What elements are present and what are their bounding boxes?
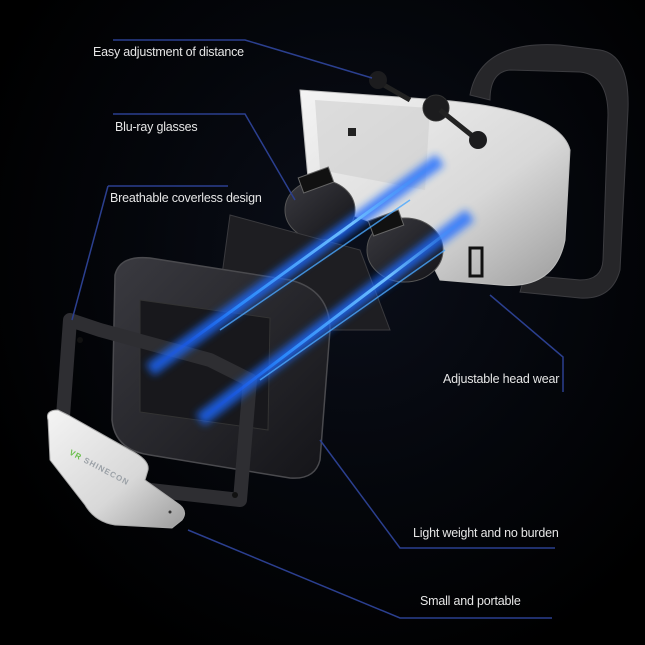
blue-light-beams (145, 154, 475, 426)
lens-barrels (284, 166, 444, 283)
callout-label-lightweight: Light weight and no burden (413, 526, 559, 540)
head-strap (469, 44, 629, 299)
callout-label-distance: Easy adjustment of distance (93, 45, 244, 59)
phone-cover (47, 409, 186, 529)
front-shell (299, 89, 571, 286)
callout-line-distance (113, 39, 373, 79)
callout-label-breathable: Breathable coverless design (110, 191, 262, 205)
callout-label-glasses: Blu-ray glasses (115, 120, 198, 134)
callout-label-headwear: Adjustable head wear (443, 372, 560, 386)
callout-line-glasses (113, 113, 296, 201)
distance-adjust-knobs (369, 71, 487, 149)
callout-line-headwear (489, 294, 564, 392)
callout-line-breathable-stub (71, 185, 109, 321)
callout-line-portable (187, 529, 552, 619)
callout-label-portable: Small and portable (420, 594, 521, 608)
callout-line-lightweight (319, 439, 555, 549)
callout-lines (71, 39, 564, 619)
